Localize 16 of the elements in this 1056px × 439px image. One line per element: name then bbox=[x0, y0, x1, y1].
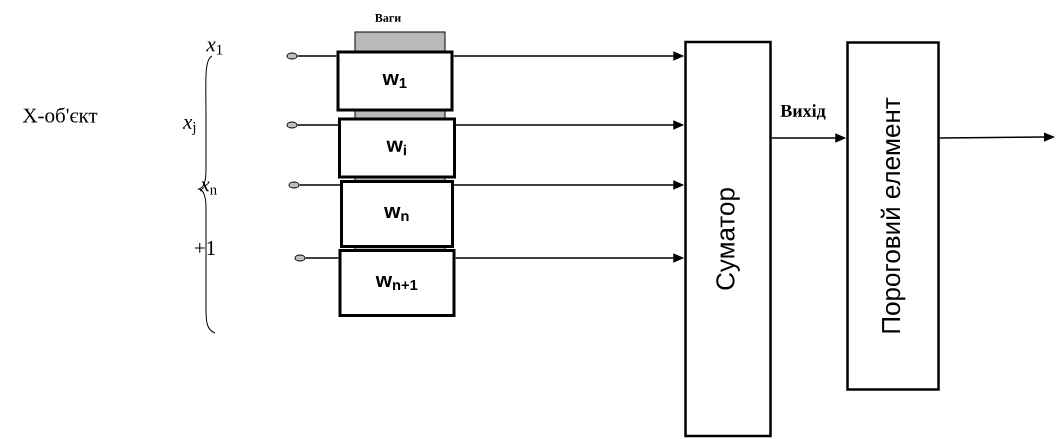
adder-box: Суматор bbox=[684, 40, 772, 438]
edge-label: Вихід bbox=[780, 104, 826, 120]
weight-box: w$_{n+1}$ bbox=[338, 249, 456, 317]
label: x$_{1}$ bbox=[206, 41, 223, 55]
input-terminal bbox=[286, 121, 298, 129]
weight-box: w$_{n}$ bbox=[340, 180, 454, 248]
weight-box: w$_{1}$ bbox=[336, 50, 454, 112]
threshold-box: Пороговий елемент bbox=[846, 41, 940, 391]
input-terminal bbox=[288, 181, 300, 189]
weight-box: w$_{i}$ bbox=[338, 117, 456, 179]
input-terminal bbox=[286, 52, 298, 60]
label: +1 bbox=[194, 241, 215, 255]
label: x$_{j}$ bbox=[182, 119, 196, 135]
bar-label: Ваги bbox=[375, 14, 401, 22]
input-terminal bbox=[294, 254, 306, 262]
label: X-об'єкт bbox=[22, 107, 98, 123]
